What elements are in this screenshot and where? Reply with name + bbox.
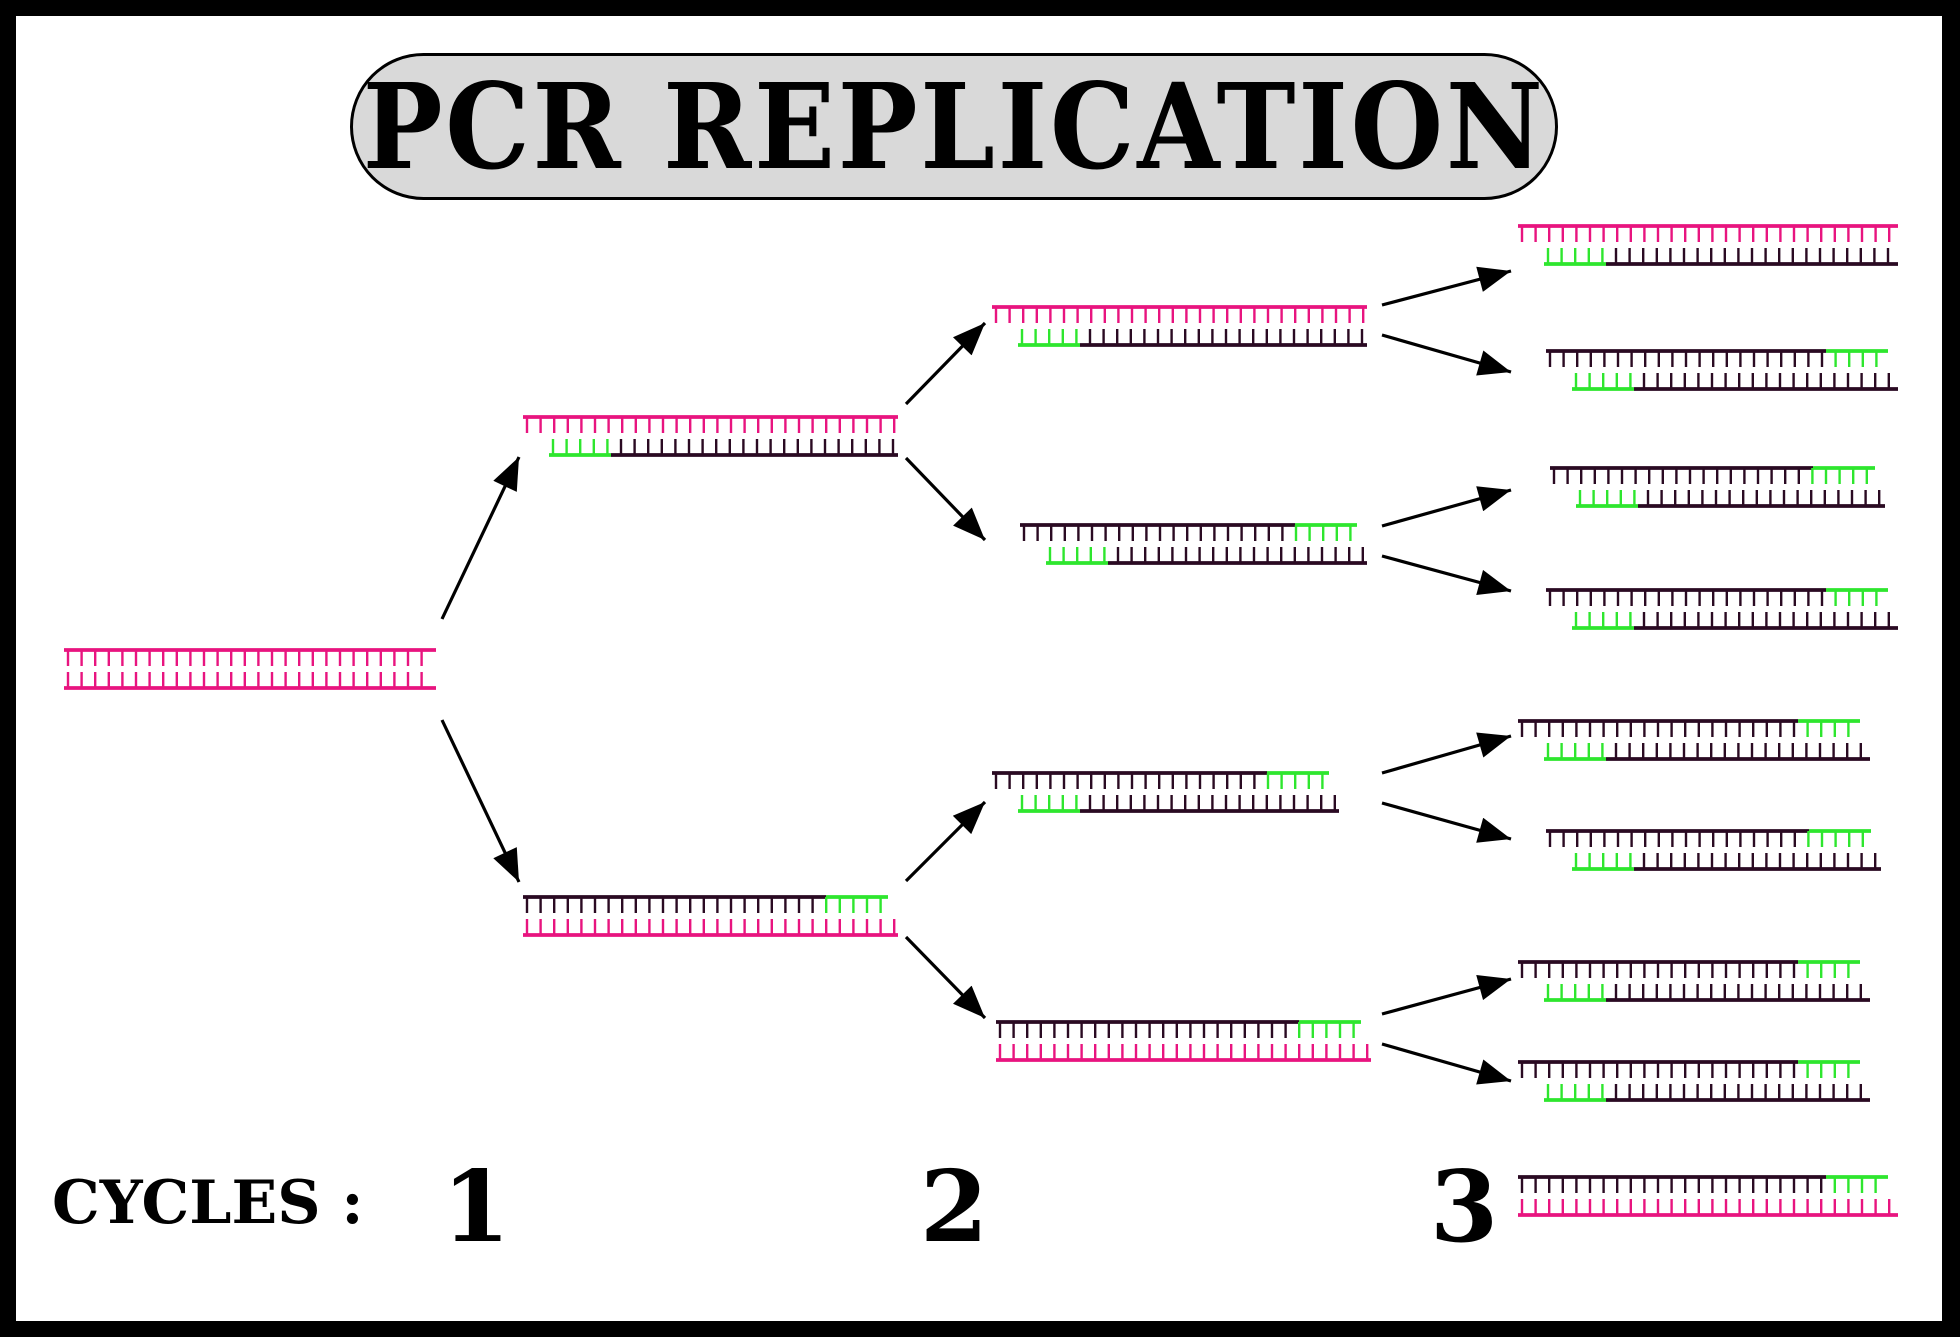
dna-duplex-6 (992, 771, 1339, 813)
top-strand (1518, 224, 1898, 242)
dna-duplex-1 (64, 648, 436, 690)
top-strand (523, 415, 898, 433)
top-strand (996, 1020, 1361, 1038)
top-strand (1518, 719, 1860, 737)
page-title: PCR REPLICATION (362, 56, 1546, 196)
cycle-number-2: 2 (920, 1150, 989, 1265)
bottom-strand (1572, 373, 1898, 391)
top-strand (1518, 1175, 1888, 1193)
dna-duplex-2 (523, 415, 898, 457)
arrow-4 (904, 456, 987, 542)
dna-duplex-14 (1518, 960, 1870, 1002)
bottom-strand (1544, 1084, 1870, 1102)
arrow-11 (1381, 732, 1512, 775)
dna-duplex-13 (1546, 829, 1881, 871)
arrow-7 (1381, 266, 1512, 307)
top-strand (992, 771, 1329, 789)
diagram-canvas: PCR REPLICATION CYCLES : 1 2 3 (16, 16, 1942, 1321)
bottom-strand (996, 1044, 1371, 1062)
dna-duplex-16 (1518, 1175, 1898, 1217)
dna-duplex-15 (1518, 1060, 1870, 1102)
top-strand (1550, 466, 1875, 484)
bottom-strand (523, 919, 898, 937)
dna-duplex-3 (523, 895, 898, 937)
bottom-strand (1544, 743, 1870, 761)
arrow-8 (1381, 333, 1512, 376)
arrow-13 (1381, 974, 1512, 1016)
title-banner: PCR REPLICATION (350, 53, 1558, 200)
bottom-strand (1572, 612, 1898, 630)
cycle-number-1: 1 (442, 1150, 511, 1265)
dna-duplex-5 (1020, 523, 1367, 565)
arrow-12 (1381, 801, 1512, 843)
bottom-strand (1544, 248, 1898, 266)
bottom-strand (1544, 984, 1870, 1002)
bottom-strand (1018, 795, 1339, 813)
dna-duplex-11 (1546, 588, 1898, 630)
dna-duplex-4 (992, 305, 1367, 347)
dna-duplexes (64, 224, 1898, 1217)
arrow-1 (440, 456, 521, 620)
top-strand (523, 895, 888, 913)
replication-arrows (440, 266, 1512, 1085)
dna-duplex-8 (1518, 224, 1898, 266)
dna-duplex-9 (1546, 349, 1898, 391)
dna-duplex-10 (1550, 466, 1885, 508)
dna-duplex-7 (996, 1020, 1371, 1062)
dna-duplex-12 (1518, 719, 1870, 761)
bottom-strand (1576, 490, 1885, 508)
arrow-2 (440, 719, 521, 883)
arrow-5 (904, 800, 987, 883)
top-strand (1518, 1060, 1860, 1078)
bottom-strand (1572, 853, 1881, 871)
top-strand (1546, 829, 1871, 847)
bottom-strand (549, 439, 898, 457)
arrow-6 (904, 935, 987, 1020)
arrow-9 (1381, 486, 1512, 528)
cycles-label: CYCLES : (52, 1168, 364, 1238)
arrow-14 (1381, 1042, 1512, 1085)
top-strand (1518, 960, 1860, 978)
arrow-10 (1381, 554, 1512, 596)
arrow-3 (904, 321, 987, 406)
top-strand (992, 305, 1367, 323)
bottom-strand (1046, 547, 1367, 565)
pcr-diagram (64, 224, 1898, 1217)
bottom-strand (1518, 1199, 1898, 1217)
bottom-strand (64, 672, 436, 690)
top-strand (1020, 523, 1357, 541)
top-strand (1546, 349, 1888, 367)
cycle-number-3: 3 (1430, 1150, 1499, 1265)
top-strand (64, 648, 436, 666)
top-strand (1546, 588, 1888, 606)
bottom-strand (1018, 329, 1367, 347)
